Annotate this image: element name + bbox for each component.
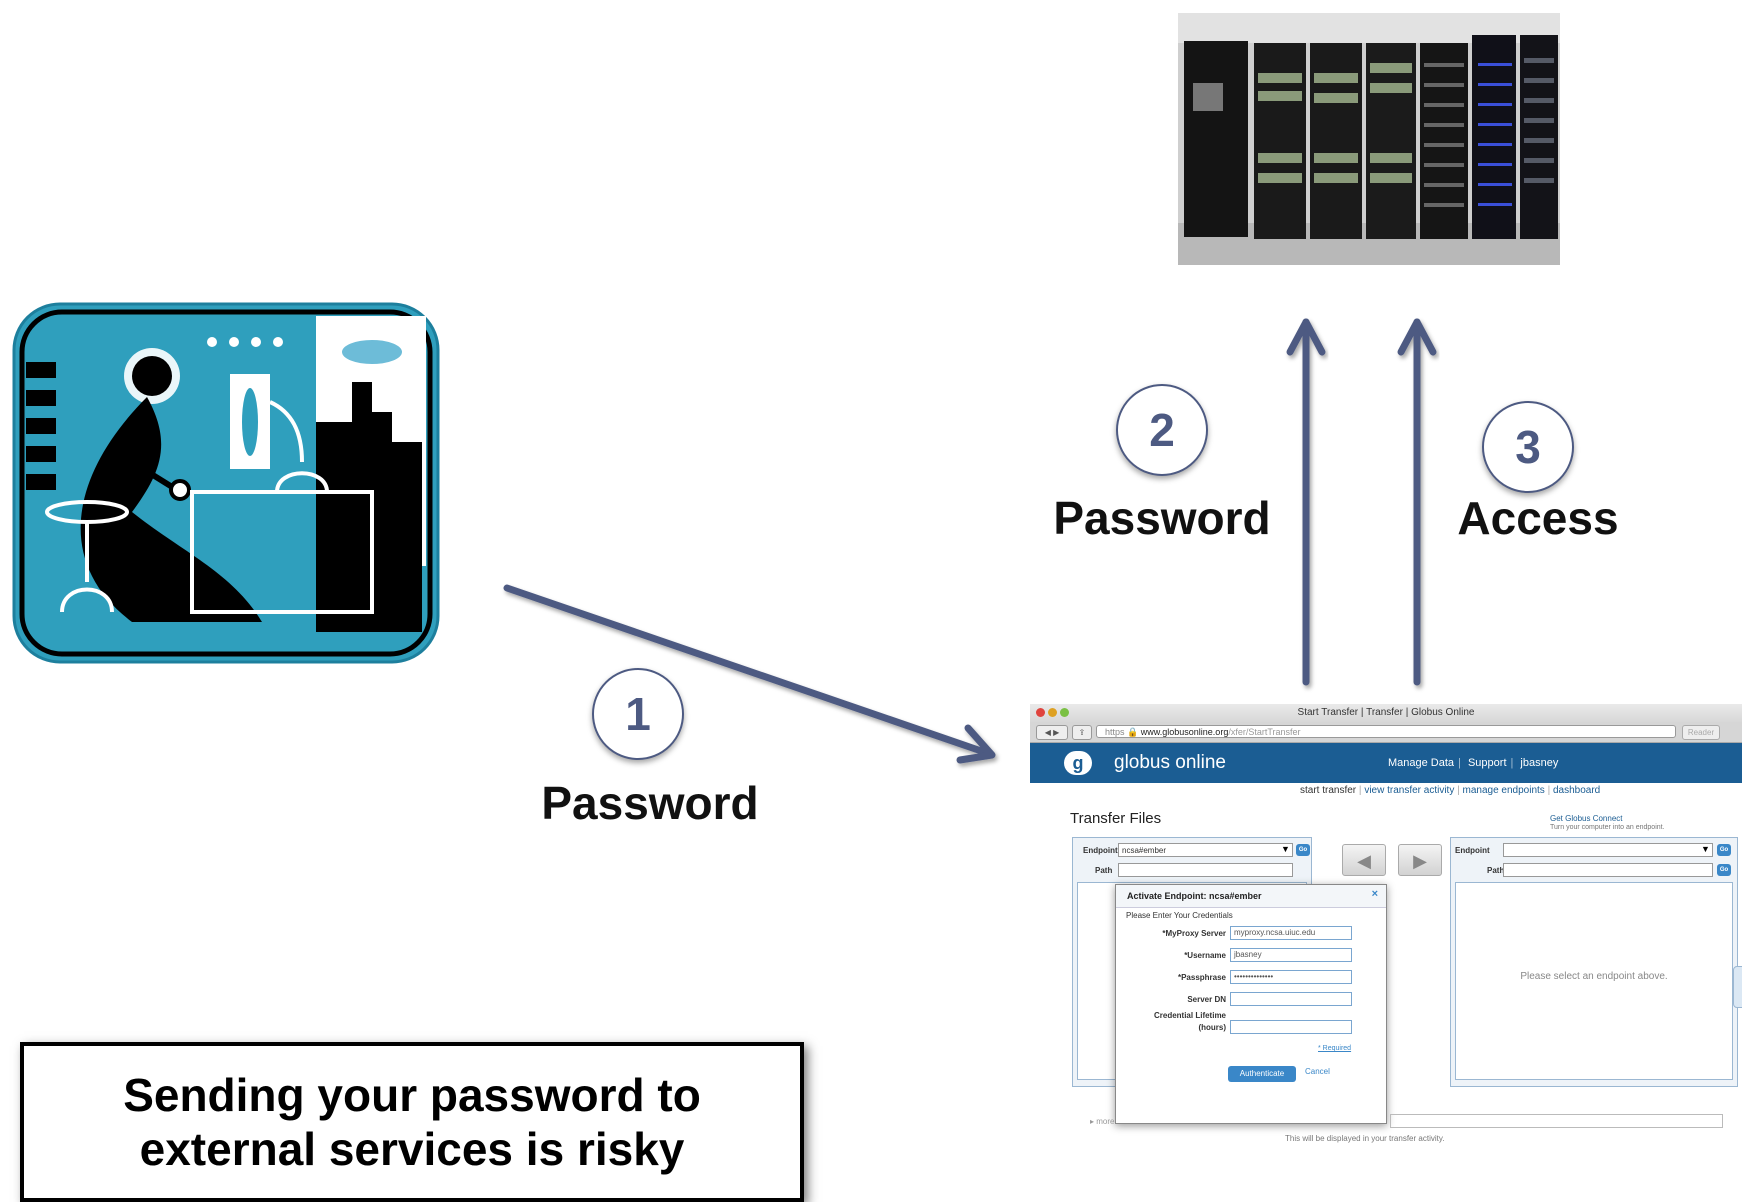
more-options-link[interactable]: ▸ more	[1090, 1117, 1115, 1126]
warning-line-1: Sending your password to	[123, 1069, 701, 1121]
address-bar[interactable]: https 🔒 www.globusonline.org/xfer/StartT…	[1096, 725, 1676, 738]
username-label: *Username	[1184, 951, 1226, 960]
nav-manage-data[interactable]: Manage Data	[1388, 757, 1455, 769]
left-endpoint-dropdown-icon[interactable]: ▼	[1281, 844, 1290, 854]
flow-arrows	[503, 318, 1437, 764]
dialog-title: Activate Endpoint: ncsa#ember	[1127, 891, 1262, 901]
required-note: * Required	[1318, 1045, 1352, 1052]
server-dn-label: Server DN	[1187, 995, 1226, 1004]
left-path-label: Path	[1095, 866, 1113, 875]
step-2-number: 2	[1149, 404, 1175, 456]
server-racks-image	[1178, 13, 1560, 265]
url-path: /xfer/StartTransfer	[1228, 727, 1301, 737]
browser-toolbar: ◀ ▶ ⇪ https 🔒 www.globusonline.org/xfer/…	[1030, 722, 1742, 743]
right-endpoint-panel: Endpoint ▼ Go Path Go Please select an e…	[1450, 837, 1738, 1087]
right-endpoint-input[interactable]	[1503, 843, 1713, 857]
step-1-label: Password	[541, 777, 759, 829]
step-2-label: Password	[1053, 492, 1271, 544]
window-title: Start Transfer | Transfer | Globus Onlin…	[1297, 707, 1475, 718]
step-1-number: 1	[625, 688, 651, 740]
page-title: Transfer Files	[1070, 810, 1162, 827]
step-2-circle: 2	[1116, 384, 1208, 476]
server-dn-input[interactable]	[1230, 992, 1352, 1006]
more-label: more	[1096, 1117, 1115, 1126]
arrow-1-icon	[503, 584, 996, 764]
left-go-button[interactable]: Go	[1296, 844, 1310, 856]
step-1-circle: 1	[592, 668, 684, 760]
globus-logo-icon[interactable]: g	[1064, 751, 1092, 775]
subnav-dashboard[interactable]: dashboard	[1552, 785, 1601, 796]
window-titlebar: Start Transfer | Transfer | Globus Onlin…	[1030, 704, 1742, 722]
credential-lifetime-input[interactable]	[1230, 1020, 1352, 1034]
transfer-left-button[interactable]: ◀	[1342, 844, 1386, 876]
globus-header: g globus online Manage Data| Support| jb…	[1030, 743, 1742, 783]
close-window-icon[interactable]	[1036, 708, 1045, 717]
server-rack-icon	[1178, 13, 1560, 265]
step-3-label: Access	[1457, 492, 1619, 544]
zoom-window-icon[interactable]	[1060, 708, 1069, 717]
step-3-number: 3	[1515, 421, 1541, 473]
back-forward-icon[interactable]: ◀ ▶	[1036, 725, 1068, 740]
step-3-circle: 3	[1482, 401, 1574, 493]
passphrase-input[interactable]: ••••••••••••••	[1230, 970, 1352, 984]
lock-icon: 🔒	[1127, 727, 1139, 737]
left-endpoint-label: Endpoint	[1083, 846, 1118, 855]
cancel-button[interactable]: Cancel	[1305, 1067, 1330, 1076]
myproxy-server-label: *MyProxy Server	[1162, 929, 1226, 938]
activate-endpoint-dialog: Activate Endpoint: ncsa#ember × Please E…	[1115, 884, 1387, 1124]
right-path-go-button[interactable]: Go	[1717, 864, 1731, 876]
right-go-button[interactable]: Go	[1717, 844, 1731, 856]
support-tab[interactable]	[1733, 966, 1742, 1008]
credential-lifetime-unit: (hours)	[1198, 1023, 1226, 1032]
passphrase-label: *Passphrase	[1177, 973, 1226, 982]
nav-user[interactable]: jbasney	[1520, 757, 1559, 769]
subnav-manage-endpoints[interactable]: manage endpoints	[1462, 785, 1545, 796]
minimize-window-icon[interactable]	[1048, 708, 1057, 717]
subnav-start-transfer[interactable]: start transfer	[1300, 785, 1357, 796]
label-input[interactable]	[1390, 1114, 1723, 1128]
right-endpoint-label: Endpoint	[1455, 846, 1490, 855]
close-icon[interactable]: ×	[1371, 888, 1378, 900]
workstation-clipart-icon	[12, 302, 440, 664]
credential-lifetime-label: Credential Lifetime	[1153, 1011, 1226, 1020]
globus-connect-subtext: Turn your computer into an endpoint.	[1550, 824, 1665, 831]
left-path-input[interactable]	[1118, 863, 1293, 877]
right-path-input[interactable]	[1503, 863, 1713, 877]
subnav-view-activity[interactable]: view transfer activity	[1364, 785, 1455, 796]
activity-hint: This will be displayed in your transfer …	[1285, 1134, 1445, 1143]
arrow-3-icon	[1397, 318, 1437, 686]
myproxy-server-input[interactable]: myproxy.ncsa.uiuc.edu	[1230, 926, 1352, 940]
dialog-subtitle: Please Enter Your Credentials	[1126, 911, 1233, 920]
globus-connect-link[interactable]: Get Globus Connect	[1550, 814, 1623, 823]
arrow-2-icon	[1286, 318, 1326, 686]
user-at-computer-icon	[12, 302, 440, 664]
share-icon[interactable]: ⇪	[1072, 725, 1092, 740]
header-nav: Manage Data| Support| jbasney	[1388, 757, 1559, 769]
right-endpoint-dropdown-icon[interactable]: ▼	[1701, 844, 1710, 854]
right-path-label: Path	[1487, 866, 1505, 875]
globus-online-screenshot: Start Transfer | Transfer | Globus Onlin…	[1030, 704, 1742, 1169]
right-file-list: Please select an endpoint above.	[1455, 882, 1733, 1080]
url-scheme: https	[1105, 727, 1125, 737]
warning-box: Sending your password to external servic…	[20, 1042, 804, 1202]
select-endpoint-message: Please select an endpoint above.	[1520, 971, 1668, 982]
nav-support[interactable]: Support	[1467, 757, 1507, 769]
reader-button[interactable]: Reader	[1682, 725, 1720, 740]
authenticate-button[interactable]: Authenticate	[1228, 1066, 1296, 1082]
left-endpoint-input[interactable]: ncsa#ember	[1118, 843, 1293, 857]
url-host: www.globusonline.org	[1140, 727, 1229, 737]
warning-line-2: external services is risky	[139, 1123, 685, 1175]
transfer-right-button[interactable]: ▶	[1398, 844, 1442, 876]
sub-navigation: start transfer | view transfer activity …	[1300, 785, 1601, 796]
globus-brand[interactable]: globus online	[1114, 752, 1226, 773]
username-input[interactable]: jbasney	[1230, 948, 1352, 962]
